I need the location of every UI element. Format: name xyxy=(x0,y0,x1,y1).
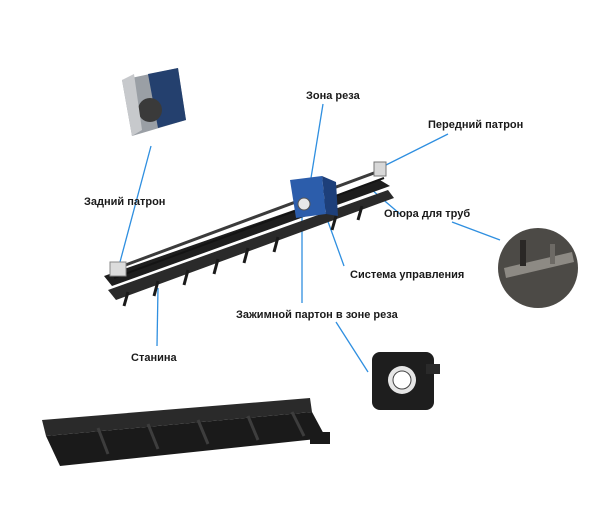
pipe-support-post xyxy=(520,240,526,266)
bed-supports xyxy=(122,205,364,307)
line-clamping-detail xyxy=(335,321,369,373)
label-clamping-chuck: Зажимной партон в зоне реза xyxy=(236,309,398,321)
bed-detail-end-block xyxy=(310,432,330,444)
line-front-chuck xyxy=(383,133,449,167)
rear-chuck-face xyxy=(122,74,142,136)
pipe-support-post-2 xyxy=(550,244,555,264)
pipe-rail-upper xyxy=(111,168,383,272)
line-pipe-support xyxy=(451,221,501,241)
label-rear-chuck: Задний патрон xyxy=(84,196,166,208)
clamping-chuck-arm xyxy=(426,364,440,374)
rear-chuck-detail xyxy=(122,68,186,136)
pipe-support-photo xyxy=(498,228,578,308)
cutting-head-housing xyxy=(290,176,326,218)
label-pipe-support: Опора для труб xyxy=(384,208,471,220)
tube-laser-machine xyxy=(104,161,394,307)
rear-chuck xyxy=(109,261,127,277)
line-pipe-support-inner xyxy=(371,189,401,215)
label-cutting-zone: Зона реза xyxy=(306,90,360,102)
bed-rail-front xyxy=(108,190,394,300)
label-control-system: Система управления xyxy=(350,269,465,281)
rear-chuck-jaw xyxy=(138,98,162,122)
line-control-system xyxy=(325,215,345,267)
line-bed xyxy=(156,287,159,347)
bed-detail xyxy=(42,398,330,466)
pipe-support-roller xyxy=(504,252,574,278)
chuck-opening xyxy=(297,197,311,211)
line-rear-chuck xyxy=(119,145,152,263)
label-bed: Станина xyxy=(131,352,177,364)
callout-lines xyxy=(119,103,501,373)
pipe-rail-lower xyxy=(113,177,385,279)
bed-detail-body xyxy=(46,412,326,466)
clamping-chuck-inner xyxy=(392,370,412,390)
clamping-chuck-detail xyxy=(372,352,440,410)
front-chuck xyxy=(373,161,387,177)
line-cutting-zone xyxy=(310,103,324,179)
cutting-head-side xyxy=(322,176,338,216)
bed-detail-rail xyxy=(42,398,312,436)
label-front-chuck: Передний патрон xyxy=(428,119,524,131)
bed-detail-ribs xyxy=(96,411,306,455)
